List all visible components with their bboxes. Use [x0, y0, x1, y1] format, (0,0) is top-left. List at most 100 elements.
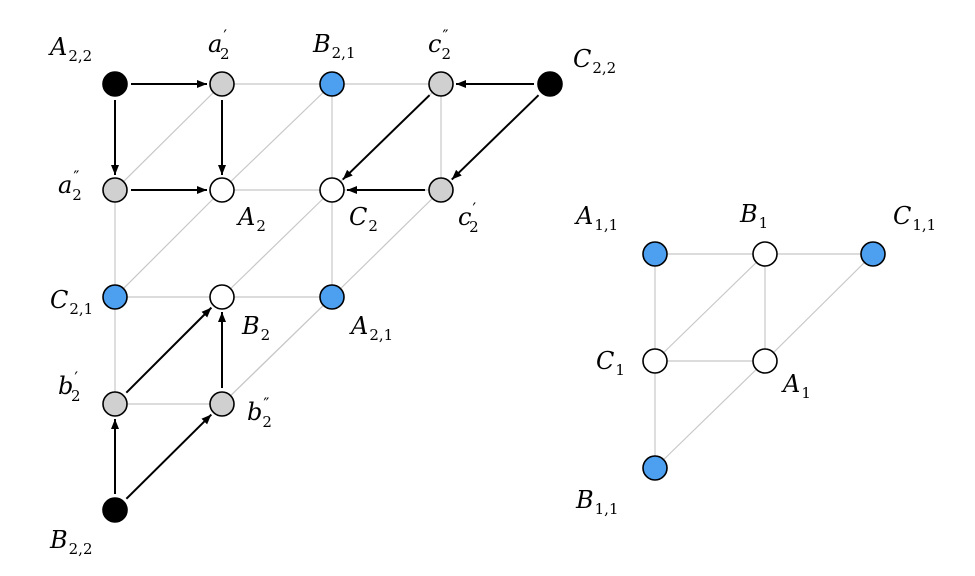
node-a2pp: [102, 177, 128, 203]
edge-A1-B11: [654, 360, 766, 469]
node-A21: [319, 284, 345, 310]
label-b2pp-base: b: [247, 398, 262, 426]
node-A2: [209, 177, 235, 203]
label-c2pp-base: c: [428, 30, 441, 58]
label-C21-base: C: [50, 286, 68, 314]
node-c2p: [428, 177, 454, 203]
label-B21: B2,1: [312, 30, 356, 62]
label-c2pp-prime: ″: [442, 26, 448, 45]
node-A22: [102, 71, 128, 97]
arrow-C22-c2p: [451, 94, 540, 181]
label-A21-sub: 2,1: [369, 326, 393, 344]
label-C22-base: C: [573, 45, 591, 73]
label-C22: C2,2: [573, 45, 616, 77]
label-B2-base: B: [241, 312, 260, 340]
edge-B21-A2: [221, 83, 333, 191]
node-B22: [102, 497, 128, 523]
label-a2pp-sub: 2: [72, 186, 82, 204]
label-C11-base: C: [893, 202, 911, 230]
arrow-B22-b2pp: [125, 413, 213, 500]
node-A1: [752, 348, 778, 374]
node-C22: [537, 71, 563, 97]
label-B1-sub: 1: [759, 214, 769, 232]
node-C2: [319, 177, 345, 203]
label-b2p: b′2: [58, 368, 81, 405]
label-B11-sub: 1,1: [595, 500, 619, 518]
node-B2: [209, 284, 235, 310]
label-A1-base: A: [781, 370, 800, 398]
node-B21: [319, 71, 345, 97]
label-B11: B1,1: [575, 486, 619, 518]
label-C2: C2: [349, 203, 378, 235]
label-B2: B2: [241, 312, 270, 344]
label-b2p-sub: 2: [71, 387, 81, 405]
label-A21: A2,1: [349, 312, 393, 344]
arrows-layer: [111, 80, 540, 500]
label-b2p-prime: ′: [74, 368, 78, 387]
node-C11: [860, 241, 886, 267]
label-C1-sub: 1: [615, 361, 625, 379]
nodes-layer: [102, 71, 886, 523]
edge-B1-C1: [654, 253, 766, 362]
label-B1: B1: [739, 200, 768, 232]
node-a2p: [209, 71, 235, 97]
node-C1: [642, 348, 668, 374]
label-B1-base: B: [739, 200, 758, 228]
label-a2p: a′2: [208, 26, 230, 63]
label-A11: A1,1: [574, 202, 618, 234]
edge-C2-B2: [221, 189, 333, 298]
label-b2pp-sub: 2: [262, 413, 272, 431]
edge-a2p-a2pp: [114, 83, 223, 191]
label-A2: A2: [236, 203, 266, 235]
label-A2-base: A: [236, 203, 255, 231]
label-B2-sub: 2: [261, 326, 271, 344]
label-a2pp-prime: ″: [73, 167, 79, 186]
edge-A2-C21: [114, 189, 223, 298]
label-A22-sub: 2,2: [68, 47, 92, 65]
label-c2p: c′2: [458, 199, 479, 236]
label-C2-sub: 2: [368, 217, 378, 235]
label-B22: B2,2: [49, 526, 93, 558]
label-C21-sub: 2,1: [69, 300, 93, 318]
node-b2p: [102, 391, 128, 417]
arrow-b2p-B2: [125, 306, 213, 394]
edge-A21-b2pp: [221, 296, 333, 405]
label-c2p-sub: 2: [469, 218, 479, 236]
label-a2p-base: a: [208, 30, 222, 58]
node-B11: [642, 455, 668, 481]
label-b2p-base: b: [58, 372, 73, 400]
label-b2pp-prime: ″: [263, 394, 269, 413]
label-A22-base: A: [48, 33, 67, 61]
edge-C11-A1: [764, 253, 874, 362]
label-a2p-prime: ′: [223, 26, 227, 45]
label-a2pp-base: a: [58, 171, 72, 199]
label-c2pp-sub: 2: [441, 45, 451, 63]
node-A11: [642, 241, 668, 267]
label-c2p-base: c: [458, 203, 471, 231]
label-b2pp: b″2: [247, 394, 272, 431]
label-B21-sub: 2,1: [332, 44, 356, 62]
node-c2pp: [428, 71, 454, 97]
label-C22-sub: 2,2: [592, 59, 616, 77]
edge-c2p-A21: [331, 189, 442, 298]
label-A11-sub: 1,1: [594, 216, 618, 234]
label-A22: A2,2: [48, 33, 92, 65]
arrow-c2pp-C2: [342, 94, 431, 181]
label-A11-base: A: [574, 202, 593, 230]
label-C1-base: C: [596, 347, 614, 375]
label-B11-base: B: [575, 486, 594, 514]
label-A21-base: A: [349, 312, 368, 340]
label-A1-sub: 1: [801, 384, 811, 402]
label-a2pp: a″2: [58, 167, 82, 204]
node-C21: [102, 284, 128, 310]
label-C2-base: C: [349, 203, 367, 231]
node-B1: [752, 241, 778, 267]
label-c2pp: c″2: [428, 26, 451, 63]
label-C1: C1: [596, 347, 625, 379]
label-B22-base: B: [49, 526, 68, 554]
label-a2p-sub: 2: [220, 45, 230, 63]
label-C21: C2,1: [50, 286, 93, 318]
label-A2-sub: 2: [256, 217, 266, 235]
node-b2pp: [209, 391, 235, 417]
